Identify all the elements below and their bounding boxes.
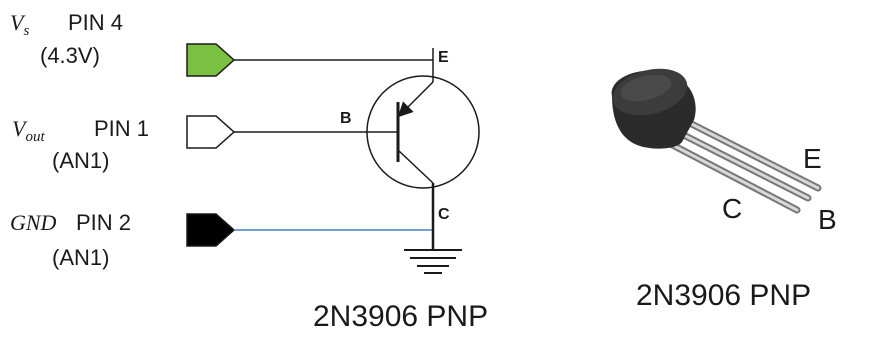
vout-channel: (AN1): [52, 148, 109, 173]
pin-c-label: C: [438, 206, 450, 223]
vs-value: (4.3V): [40, 43, 100, 68]
package-lead-e-label: E: [803, 143, 822, 174]
package-lead-b-label: B: [818, 204, 837, 235]
vs-connector-flag: [186, 43, 236, 77]
gnd-connector-flag: [186, 213, 236, 247]
svg-text:Vs: Vs: [10, 10, 29, 39]
emitter-arrow: [397, 81, 434, 118]
svg-text:Vout: Vout: [12, 116, 45, 145]
vs-pin: PIN 4: [68, 10, 123, 35]
vout-label: Vout PIN 1 (AN1): [12, 116, 149, 173]
vout-var: V: [12, 116, 28, 141]
gnd-label: GND PIN 2 (AN1): [10, 210, 131, 270]
vout-sub: out: [25, 129, 45, 145]
gnd-channel: (AN1): [52, 245, 109, 270]
gnd-var: GND: [10, 210, 57, 235]
package-lead-c-label: C: [722, 193, 742, 224]
transistor-circle: [366, 75, 480, 189]
vout-pin: PIN 1: [94, 116, 149, 141]
schematic-caption: 2N3906 PNP: [313, 300, 488, 333]
vs-label: Vs PIN 4 (4.3V): [10, 10, 123, 68]
collector-line: [397, 149, 434, 184]
package-caption: 2N3906 PNP: [636, 279, 811, 312]
vs-var: V: [10, 10, 26, 35]
vout-connector-flag: [186, 115, 236, 149]
gnd-pin: PIN 2: [76, 210, 131, 235]
pin-b-label: B: [340, 110, 352, 127]
to92-package-image: [611, 68, 822, 214]
pin-e-label: E: [438, 49, 449, 66]
ground-symbol: [404, 249, 462, 274]
vs-sub: s: [23, 23, 29, 39]
